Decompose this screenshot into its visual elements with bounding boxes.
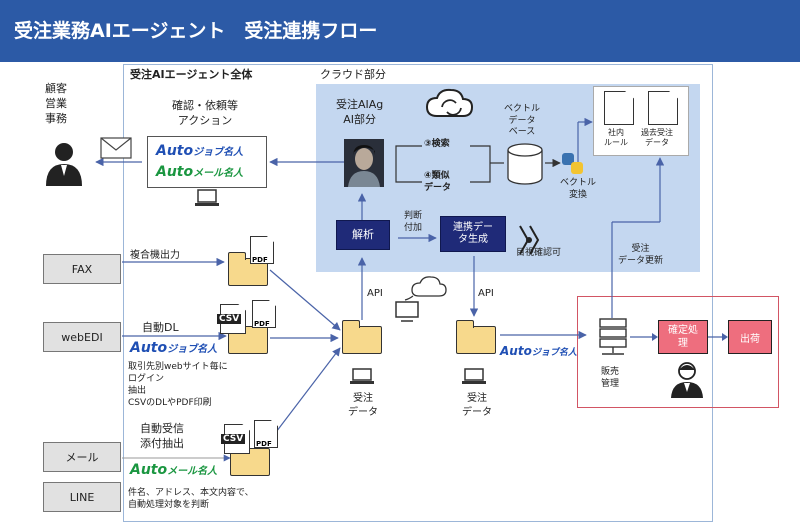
- email-icon: [100, 137, 132, 159]
- search-label: ③検索: [424, 139, 450, 149]
- webedi-jobu-logo: Autoジョブ名人: [130, 340, 218, 356]
- jobu-logo-order: Autoジョブ名人: [500, 344, 577, 358]
- laptop-icon-1: [350, 368, 374, 384]
- channel-fax: FAX: [43, 254, 121, 284]
- mail-channel-logo: Autoメール名人: [130, 462, 218, 478]
- mail-note: 自動受信添付抽出: [140, 422, 184, 450]
- page-title: 受注業務AIエージェント 受注連携フロー: [0, 0, 800, 62]
- sales-label: 販売管理: [601, 367, 620, 390]
- person-icon: [46, 143, 82, 186]
- customer-label: 顧客営業事務: [45, 82, 67, 125]
- past-data-label: 過去受注データ: [641, 128, 673, 147]
- webedi-pdf-icon: [252, 300, 276, 328]
- line-note: 件名、アドレス、本文内容で、自動処理対象を判断: [128, 488, 254, 511]
- data-update-label: 受注データ更新: [618, 244, 664, 266]
- api-label-right: API: [478, 288, 494, 299]
- webedi-note: 自動DL: [142, 321, 179, 334]
- operator-icon: [671, 362, 703, 398]
- rules-doc-icon: [604, 91, 634, 125]
- laptop-icon-2: [462, 368, 486, 384]
- sales-system-area: [577, 296, 779, 408]
- ship-box: 出荷: [728, 320, 772, 354]
- agent-boundary: [123, 64, 713, 522]
- agent-boundary-label: 受注AIエージェント全体: [130, 68, 253, 81]
- visual-check-icon: [519, 225, 540, 255]
- channel-line: LINE: [43, 482, 121, 512]
- order-data-label-1: 受注データ: [348, 393, 378, 418]
- coop-data-box: 連携データ生成: [440, 216, 506, 252]
- laptop-icon: [195, 189, 219, 206]
- order-data-label-2: 受注データ: [462, 393, 492, 418]
- database-icon: [507, 143, 543, 185]
- rules-label: 社内ルール: [604, 128, 628, 147]
- fax-pdf-icon: [250, 236, 274, 264]
- channel-webedi: webEDI: [43, 322, 121, 352]
- mail-pdf-icon: [254, 420, 278, 448]
- sales-flow-lines: [630, 333, 728, 341]
- jobu-logo: Autoジョブ名人: [156, 143, 244, 159]
- order-data-folder-icon-1: [341, 320, 382, 354]
- confirm-process-box: 確定処理: [658, 320, 708, 354]
- cloud-sync-icon: [425, 88, 474, 117]
- similar-data-label: ④類似データ: [424, 171, 452, 193]
- order-data-folder-icon-2: [455, 320, 496, 354]
- fax-note: 複合機出力: [130, 250, 180, 261]
- past-data-doc-icon: [648, 91, 678, 125]
- server-icon: [599, 318, 627, 355]
- vector-convert-label: ベクトル変換: [560, 178, 597, 200]
- visual-check-label: 目視確認可: [516, 248, 562, 258]
- api-label-left: API: [367, 288, 383, 299]
- auto-tools-box: Autoジョブ名人 Autoメール名人: [147, 136, 267, 188]
- ai-avatar-icon: [344, 139, 384, 187]
- analysis-box: 解析: [336, 220, 390, 250]
- cloud-pc-icon: [395, 276, 447, 322]
- channel-mail: メール: [43, 442, 121, 472]
- vector-db-label: ベクトルデータベース: [504, 104, 541, 138]
- judge-label: 判断付加: [404, 211, 423, 234]
- action-label: 確認・依頼等アクション: [172, 99, 238, 128]
- python-icon: [562, 153, 583, 174]
- cloud-area-label: クラウド部分: [320, 68, 386, 81]
- mail-logo: Autoメール名人: [156, 164, 244, 180]
